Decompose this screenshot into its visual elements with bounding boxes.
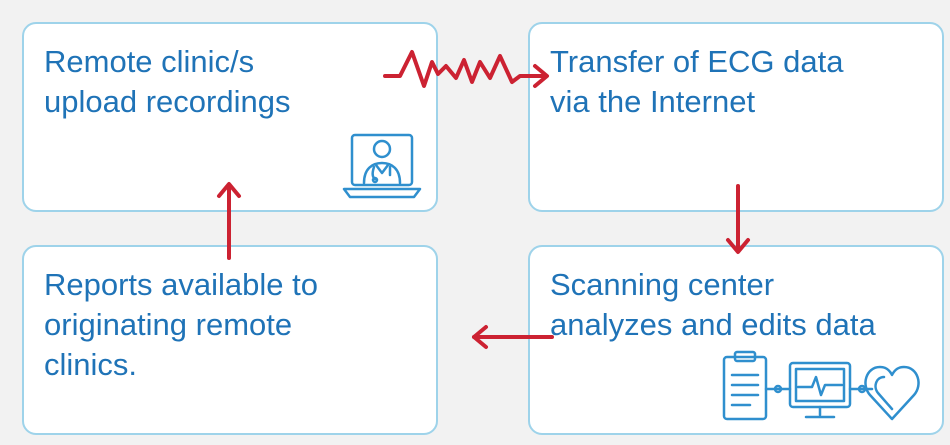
doctor-laptop-icon (342, 129, 422, 201)
remote-clinic-box: Remote clinic/s upload recordings (22, 22, 438, 212)
up-arrowhead (217, 182, 241, 198)
scanning-text: Scanning center analyzes and edits data (550, 267, 876, 342)
transfer-box: Transfer of ECG data via the Internet (528, 22, 944, 212)
transfer-text: Transfer of ECG data via the Internet (550, 44, 844, 119)
clipboard-monitor-heart-icon (720, 349, 925, 429)
ecg-arrowhead (533, 64, 549, 88)
ecg-arrow (383, 50, 547, 88)
down-arrowhead (726, 238, 750, 254)
scanning-box: Scanning center analyzes and edits data (528, 245, 944, 435)
remote-clinic-text: Remote clinic/s upload recordings (44, 44, 291, 119)
left-arrowhead (472, 325, 488, 349)
reports-box: Reports available to originating remote … (22, 245, 438, 435)
reports-text: Reports available to originating remote … (44, 267, 318, 382)
